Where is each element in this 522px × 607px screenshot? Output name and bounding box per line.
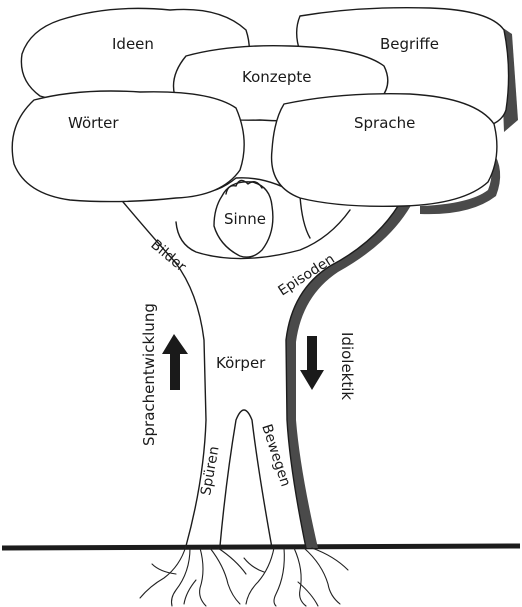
arrow-up-icon (162, 334, 188, 390)
label-begriffe: Begriffe (380, 35, 439, 53)
label-konzepte: Konzepte (242, 68, 312, 86)
ground-line (2, 546, 520, 548)
label-sprache: Sprache (354, 114, 415, 132)
label-koerper: Körper (216, 354, 266, 372)
label-woerter: Wörter (68, 114, 119, 132)
label-idiolektik: Idiolektik (338, 332, 356, 400)
roots-right (244, 548, 348, 606)
label-spueren: Spüren (198, 445, 222, 497)
roots-left (140, 546, 246, 606)
cloud-woerter (12, 91, 244, 202)
label-sprachentwicklung: Sprachentwicklung (140, 303, 158, 446)
label-ideen: Ideen (112, 35, 154, 53)
cloud-sprache (272, 94, 497, 207)
label-sinne: Sinne (224, 210, 266, 228)
arrow-down-icon (300, 336, 324, 390)
